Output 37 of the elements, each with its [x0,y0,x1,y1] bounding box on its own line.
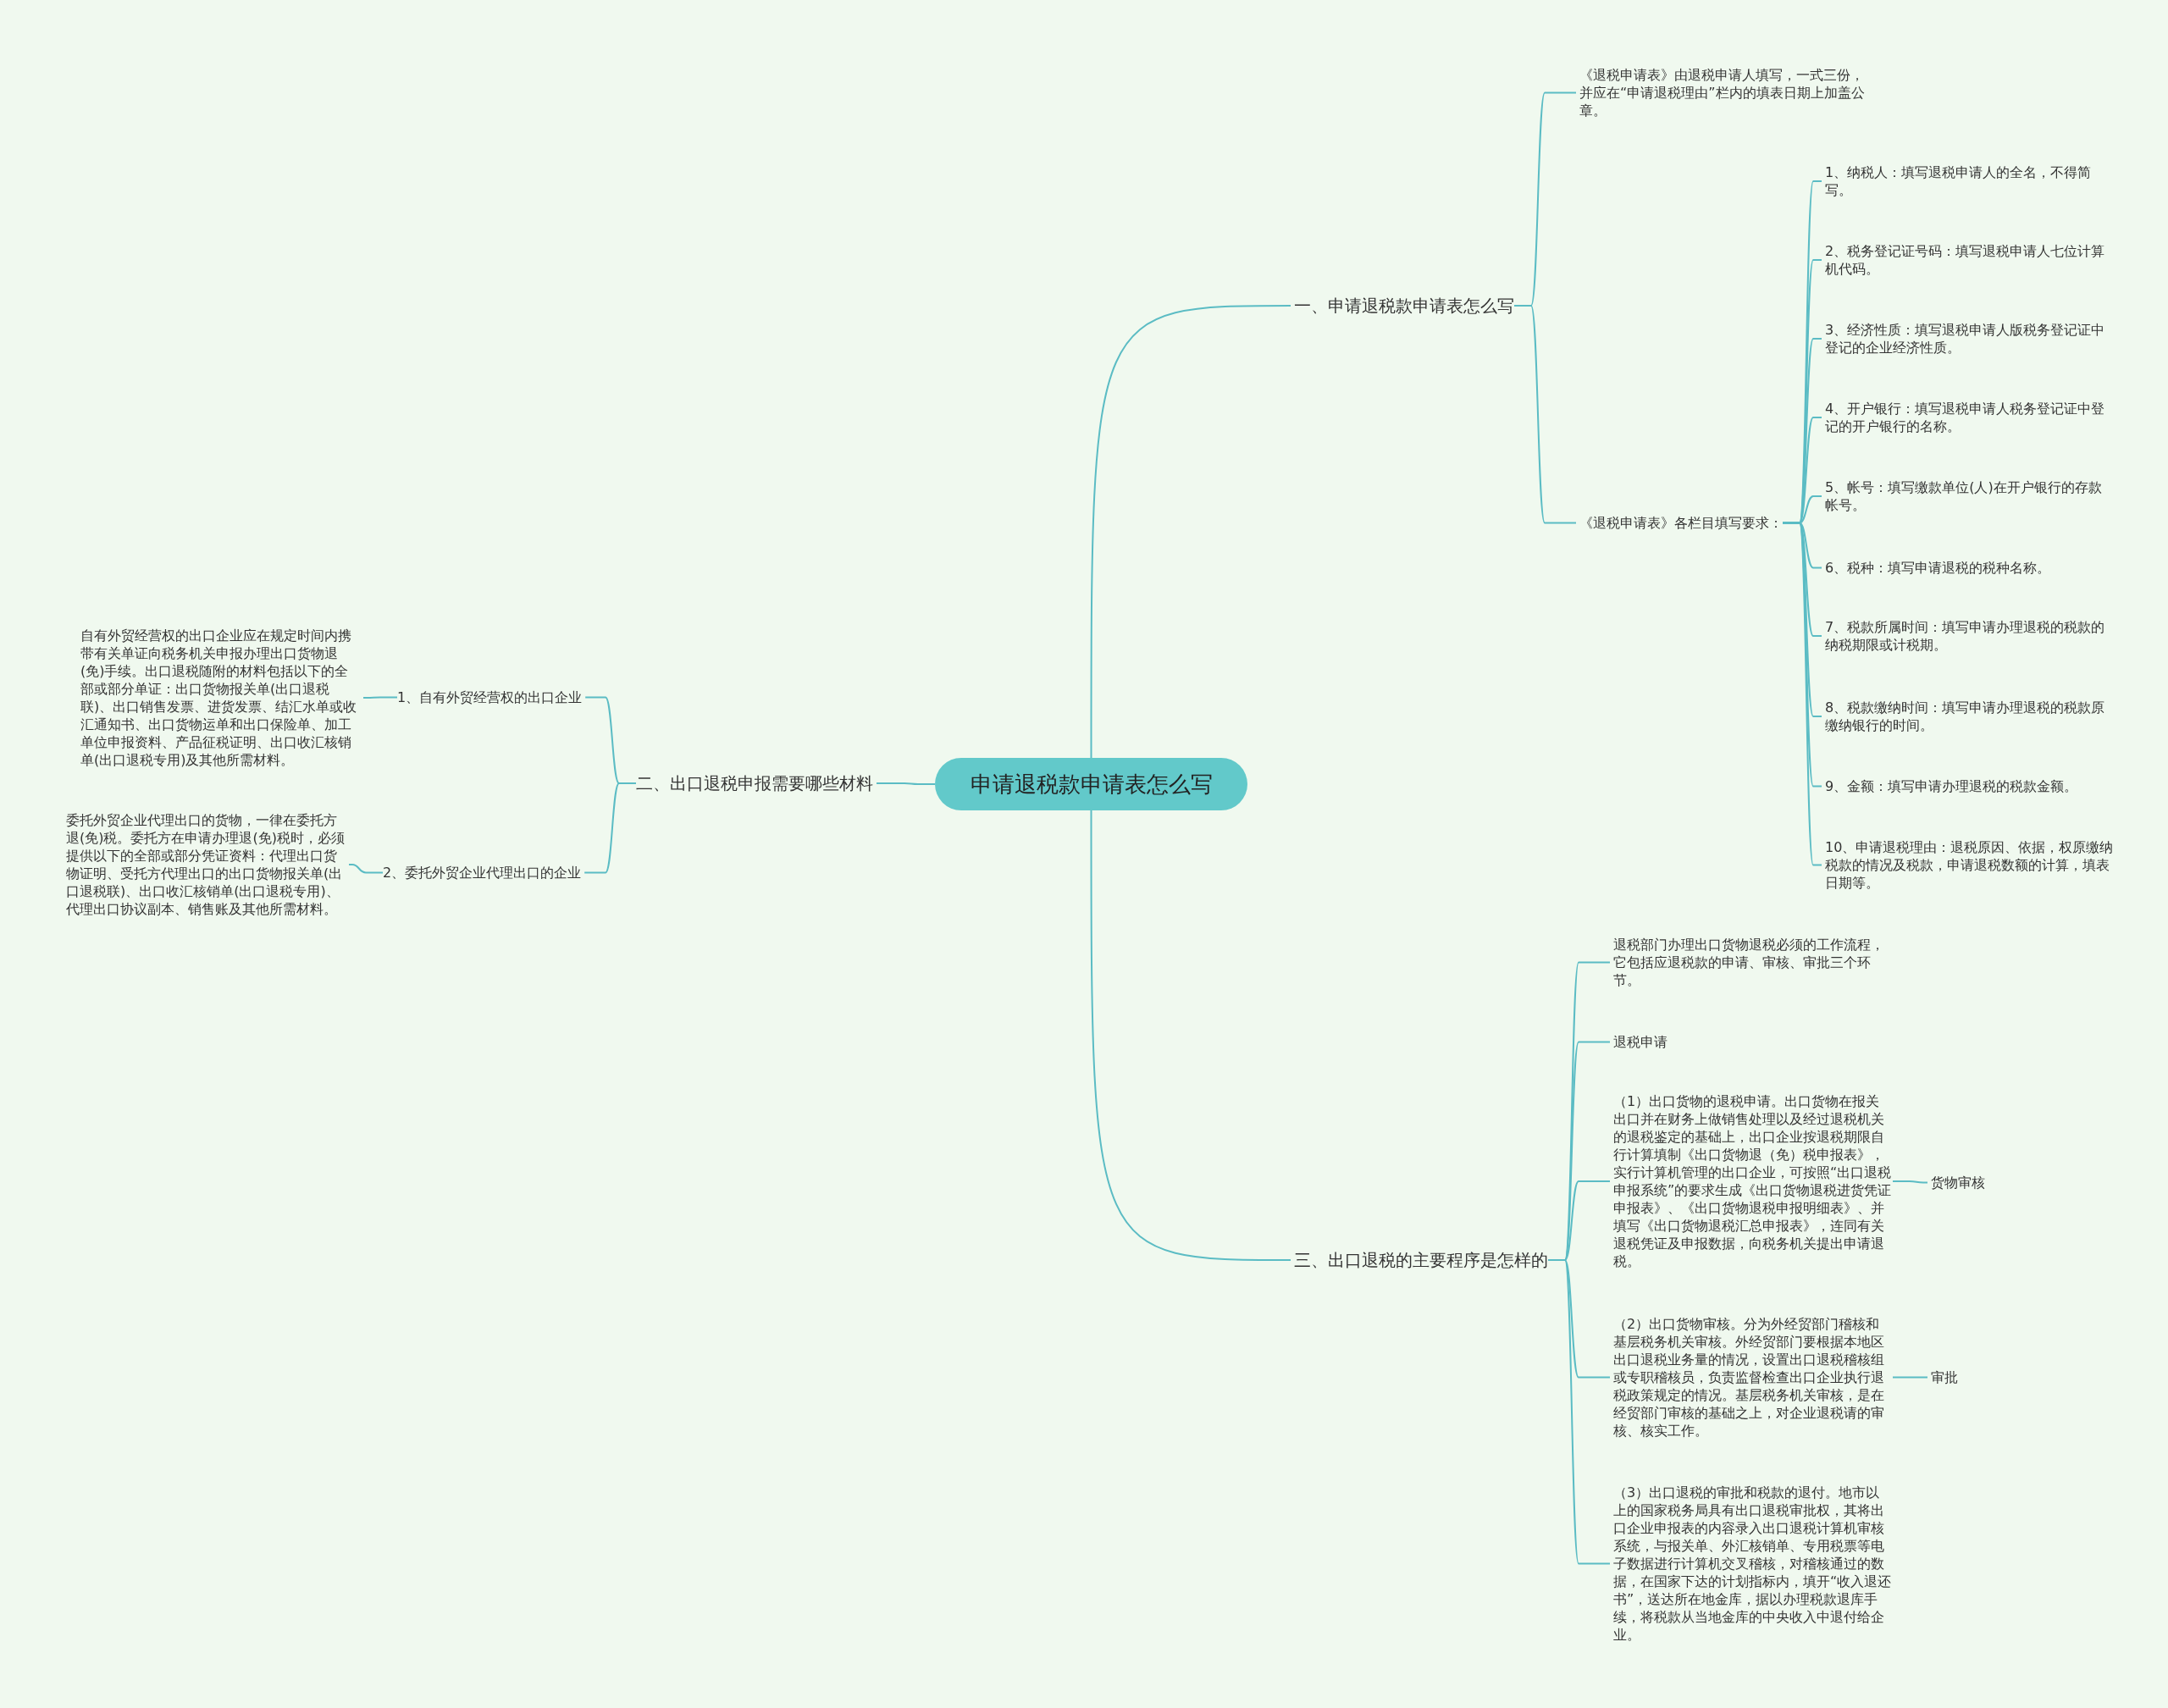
subtopic-text: 9、金额：填写申请办理退税的税款金额。 [1825,777,2078,795]
connector-line [1090,305,1291,759]
connector-line [362,696,398,699]
subtopic-text: 自有外贸经营权的出口企业应在规定时间内携带有关单证向税务机关申报办理出口货物退(免)手续。出口退税随附的材料包括以下的全部或部分单证：出口货物报关单(出口退税联)、出口销售发票、进货发票、结汇水单或收汇通知书、出口货物运单和出口保险单、加工单位申报资料、产品征税证明、出口收汇核销单(出口退税专用)及其他所需材料。 [80,627,360,769]
subtopic-text: 7、税款所属时间：填写申请办理退税的税款的纳税期限或计税期。 [1825,618,2109,654]
subtopic-text: 4、开户银行：填写退税申请人税务登记证中登记的开户银行的名称。 [1825,400,2109,435]
main-topic: 一、申请退税款申请表怎么写 [1294,295,1514,317]
central-topic: 申请退税款申请表怎么写 [935,758,1247,810]
subtopic-text: 3、经济性质：填写退税申请人版税务登记证中登记的企业经济性质。 [1825,321,2109,357]
connector-line [583,782,637,874]
connector-line [348,864,384,874]
subtopic-text: 委托外贸企业代理出口的货物，一律在委托方退(免)税。委托方在申请办理退(免)税时，必须提供以下的全部或部分凭证资料：代理出口货物证明、受托方代理出口的出口货物报关单(出口退税联)、出口收汇核销单(出口退税专用)、代理出口协议副本、销售账及其他所需材料。 [66,811,346,918]
subtopic-text: 1、自有外贸经营权的出口企业 [397,688,583,706]
subtopic-text: （1）出口货物的退税申请。出口货物在报关出口并在财务上做销售处理以及经过退税机关的退税鉴定的基础上，出口企业按退税期限自行计算填制《出口货物退（免）税申报表》，实行计算机管理的出口企业，可按照“出口退税申报系统”的要求生成《出口货物退税进货凭证申报表》、《出口货物退税申报明细表》、并填写《出口货物退税汇总申报表》，连同有关退税凭证及申报数据，向税务机关提出申请退税。 [1613,1092,1893,1270]
subtopic-text: 2、委托外贸企业代理出口的企业 [383,864,582,882]
subtopic-text: 8、税款缴纳时间：填写申请办理退税的税款原缴纳银行的时间。 [1825,699,2109,734]
subtopic-text: 审批 [1931,1368,1958,1386]
subtopic-text: 6、税种：填写申请退税的税种名称。 [1825,559,2051,577]
connector-line [1892,1180,1928,1184]
subtopic-text: 5、帐号：填写缴款单位(人)在开户银行的存款帐号。 [1825,478,2109,514]
subtopic-text: 退税申请 [1613,1033,1667,1051]
connector-line [1892,1376,1928,1379]
subtopic-text: 退税部门办理出口货物退税必须的工作流程，它包括应退税款的申请、审核、审批三个环节。 [1613,936,1893,989]
subtopic-text: 《退税申请表》由退税申请人填写，一式三份，并应在“申请退税理由”栏内的填表日期上加盖公章。 [1579,66,1867,119]
connector-line [876,782,936,785]
subtopic-text: 《退税申请表》各栏目填写要求： [1579,514,1783,532]
main-topic: 三、出口退税的主要程序是怎样的 [1294,1249,1548,1271]
subtopic-text: 1、纳税人：填写退税申请人的全名，不得简写。 [1825,163,2109,199]
connector-line [1090,810,1291,1261]
connector-line [1513,305,1577,524]
subtopic-text: （2）出口货物审核。分为外经贸部门稽核和基层税务机关审核。外经贸部门要根据本地区出口退税业务量的情况，设置出口退税稽核组或专职稽核员，负责监督检查出口企业执行退税政策规定的情况。基层税务机关审核，是在经贸部门审核的基础之上，对企业退税请的审核、核实工作。 [1613,1315,1893,1440]
subtopic-text: 2、税务登记证号码：填写退税申请人七位计算机代码。 [1825,242,2109,278]
subtopic-text: 10、申请退税理由：退税原因、依据，权原缴纳税款的情况及税款，申请退税数额的计算，填表日期等。 [1825,838,2117,892]
subtopic-text: 货物审核 [1931,1174,1985,1191]
main-topic: 二、出口退税申报需要哪些材料 [636,772,873,794]
connector-line [1547,1259,1611,1565]
subtopic-text: （3）出口退税的审批和税款的退付。地市以上的国家税务局具有出口退税审批权，其将出口企业申报表的内容录入出口退税计算机审核系统，与报关单、外汇核销单、专用税票等电子数据进行计算机交叉稽核，对稽核通过的数据，在国家下达的计划指标内，填开“收入退还书”，送达所在地金库，据以办理税款退库手续，将税款从当地金库的中央收入中退付给企业。 [1613,1484,1893,1644]
